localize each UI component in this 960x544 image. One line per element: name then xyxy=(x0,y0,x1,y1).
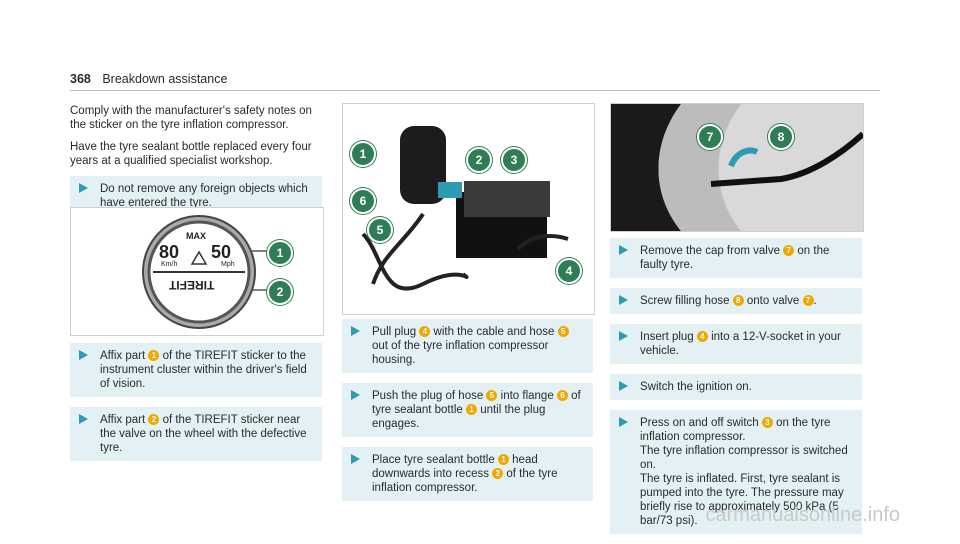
text: out of the tyre inflation compressor hou… xyxy=(372,340,549,366)
step-pull-plug: Pull plug 4 with the cable and hose 5 ou… xyxy=(342,319,593,373)
callout-2: 2 xyxy=(466,147,492,173)
ref-7: 7 xyxy=(802,295,814,306)
step-arrow-icon xyxy=(79,183,88,193)
step-push-plug: Push the plug of hose 5 into flange 6 of… xyxy=(342,383,593,437)
ref-1: 1 xyxy=(497,454,509,465)
ref-1: 1 xyxy=(465,404,477,415)
step-arrow-icon xyxy=(79,414,88,424)
sticker-brand: TIREFIT xyxy=(169,278,215,292)
step-press-switch: Press on and off switch 3 on the tyre in… xyxy=(610,410,862,534)
step-remove-cap: Remove the cap from valve 7 on the fault… xyxy=(610,238,862,278)
page-number: 368 xyxy=(70,72,91,86)
callout-8: 8 xyxy=(768,124,794,150)
text: Remove the cap from valve xyxy=(640,245,780,257)
text: The tyre is inflated. First, tyre sealan… xyxy=(640,473,844,527)
callout-5: 5 xyxy=(367,217,393,243)
ref-2: 2 xyxy=(492,468,504,479)
callout-4: 4 xyxy=(556,258,582,284)
text: with the cable and hose xyxy=(433,326,555,338)
text: onto valve xyxy=(746,295,800,307)
valve-hose-illustration xyxy=(611,104,866,231)
ref-5: 5 xyxy=(557,326,569,337)
text: The tyre inflation compressor is switche… xyxy=(640,445,848,471)
callout-1: 1 xyxy=(350,141,376,167)
sticker-speed-mph: 50 xyxy=(211,242,232,262)
ref-1: 1 xyxy=(148,350,160,361)
text: Screw filling hose xyxy=(640,295,730,307)
replace-note: Have the tyre sealant bottle replaced ev… xyxy=(70,141,312,167)
text: Switch the ignition on. xyxy=(640,381,752,393)
column-1-steps: Affix part 1 of the TIREFIT sticker to t… xyxy=(70,343,322,471)
tirefit-sticker-illustration xyxy=(142,215,267,329)
text: of the tyre inflation compressor. xyxy=(372,468,558,494)
step-text: Do not remove any foreign objects which … xyxy=(100,183,308,209)
step-arrow-icon xyxy=(619,295,628,305)
step-arrow-icon xyxy=(79,350,88,360)
section-title: Breakdown assistance xyxy=(102,72,228,86)
compressor-kit-illustration xyxy=(361,126,569,291)
step-arrow-icon xyxy=(351,454,360,464)
text: head downwards into recess xyxy=(372,454,538,480)
step-arrow-icon xyxy=(619,417,628,427)
sticker-max: MAX xyxy=(186,231,206,241)
step-affix-2: Affix part 2 of the TIREFIT sticker near… xyxy=(70,407,322,461)
text: on the tyre inflation compressor. xyxy=(640,417,831,443)
text: Affix part xyxy=(100,350,146,362)
ref-3: 3 xyxy=(761,417,773,428)
ref-4: 4 xyxy=(696,331,708,342)
step-arrow-icon xyxy=(619,381,628,391)
text: on the faulty tyre. xyxy=(640,245,830,271)
sticker-speed-kmh: 80 xyxy=(159,242,180,262)
header-rule xyxy=(70,90,880,91)
text: until the plug engages. xyxy=(372,404,546,430)
callout-3: 3 xyxy=(501,147,527,173)
callout-1: 1 xyxy=(267,240,293,266)
page-header: 368 Breakdown assistance xyxy=(70,72,227,86)
column-2-steps: Pull plug 4 with the cable and hose 5 ou… xyxy=(342,319,593,511)
figure-valve-hose: 7 8 xyxy=(610,103,866,232)
ref-8: 8 xyxy=(732,295,744,306)
step-ignition: Switch the ignition on. xyxy=(610,374,862,400)
ref-6: 6 xyxy=(556,390,568,401)
watermark: carmanualsonline.info xyxy=(705,504,900,526)
text: Affix part xyxy=(100,414,146,426)
text: Place tyre sealant bottle xyxy=(372,454,495,466)
callout-7: 7 xyxy=(697,124,723,150)
text: . xyxy=(813,295,817,307)
step-insert-plug: Insert plug 4 into a 12-V-socket in your… xyxy=(610,324,862,364)
sticker-unit-kmh: Km/h xyxy=(161,261,178,268)
step-arrow-icon xyxy=(351,390,360,400)
text: of the TIREFIT sticker to the instrument… xyxy=(100,350,307,390)
callout-6: 6 xyxy=(350,188,376,214)
text: of the TIREFIT sticker near the valve on… xyxy=(100,414,307,454)
figure-compressor-kit: 1 2 3 6 5 4 xyxy=(342,103,595,315)
ref-4: 4 xyxy=(419,326,431,337)
text: into a 12-V-socket in your vehicle. xyxy=(640,331,841,357)
ref-5: 5 xyxy=(486,390,498,401)
step-arrow-icon xyxy=(619,245,628,255)
step-arrow-icon xyxy=(619,331,628,341)
text: Insert plug xyxy=(640,331,694,343)
callout-2: 2 xyxy=(267,279,293,305)
ref-7: 7 xyxy=(783,245,795,256)
column-3-steps: Remove the cap from valve 7 on the fault… xyxy=(610,238,862,544)
step-screw-hose: Screw filling hose 8 onto valve 7. xyxy=(610,288,862,314)
ref-2: 2 xyxy=(148,414,160,425)
step-affix-1: Affix part 1 of the TIREFIT sticker to t… xyxy=(70,343,322,397)
text: Pull plug xyxy=(372,326,417,338)
text: Push the plug of hose xyxy=(372,390,484,402)
safety-note: Comply with the manufacturer's safety no… xyxy=(70,105,312,131)
text: into flange xyxy=(500,390,554,402)
sticker-unit-mph: Mph xyxy=(221,261,235,268)
step-arrow-icon xyxy=(351,326,360,336)
step-place-bottle: Place tyre sealant bottle 1 head downwar… xyxy=(342,447,593,501)
text: Press on and off switch xyxy=(640,417,759,429)
figure-tirefit-sticker: MAX 80 50 Km/h Mph TIREFIT 1 2 xyxy=(70,207,324,336)
text: of tyre sealant bottle xyxy=(372,390,581,416)
